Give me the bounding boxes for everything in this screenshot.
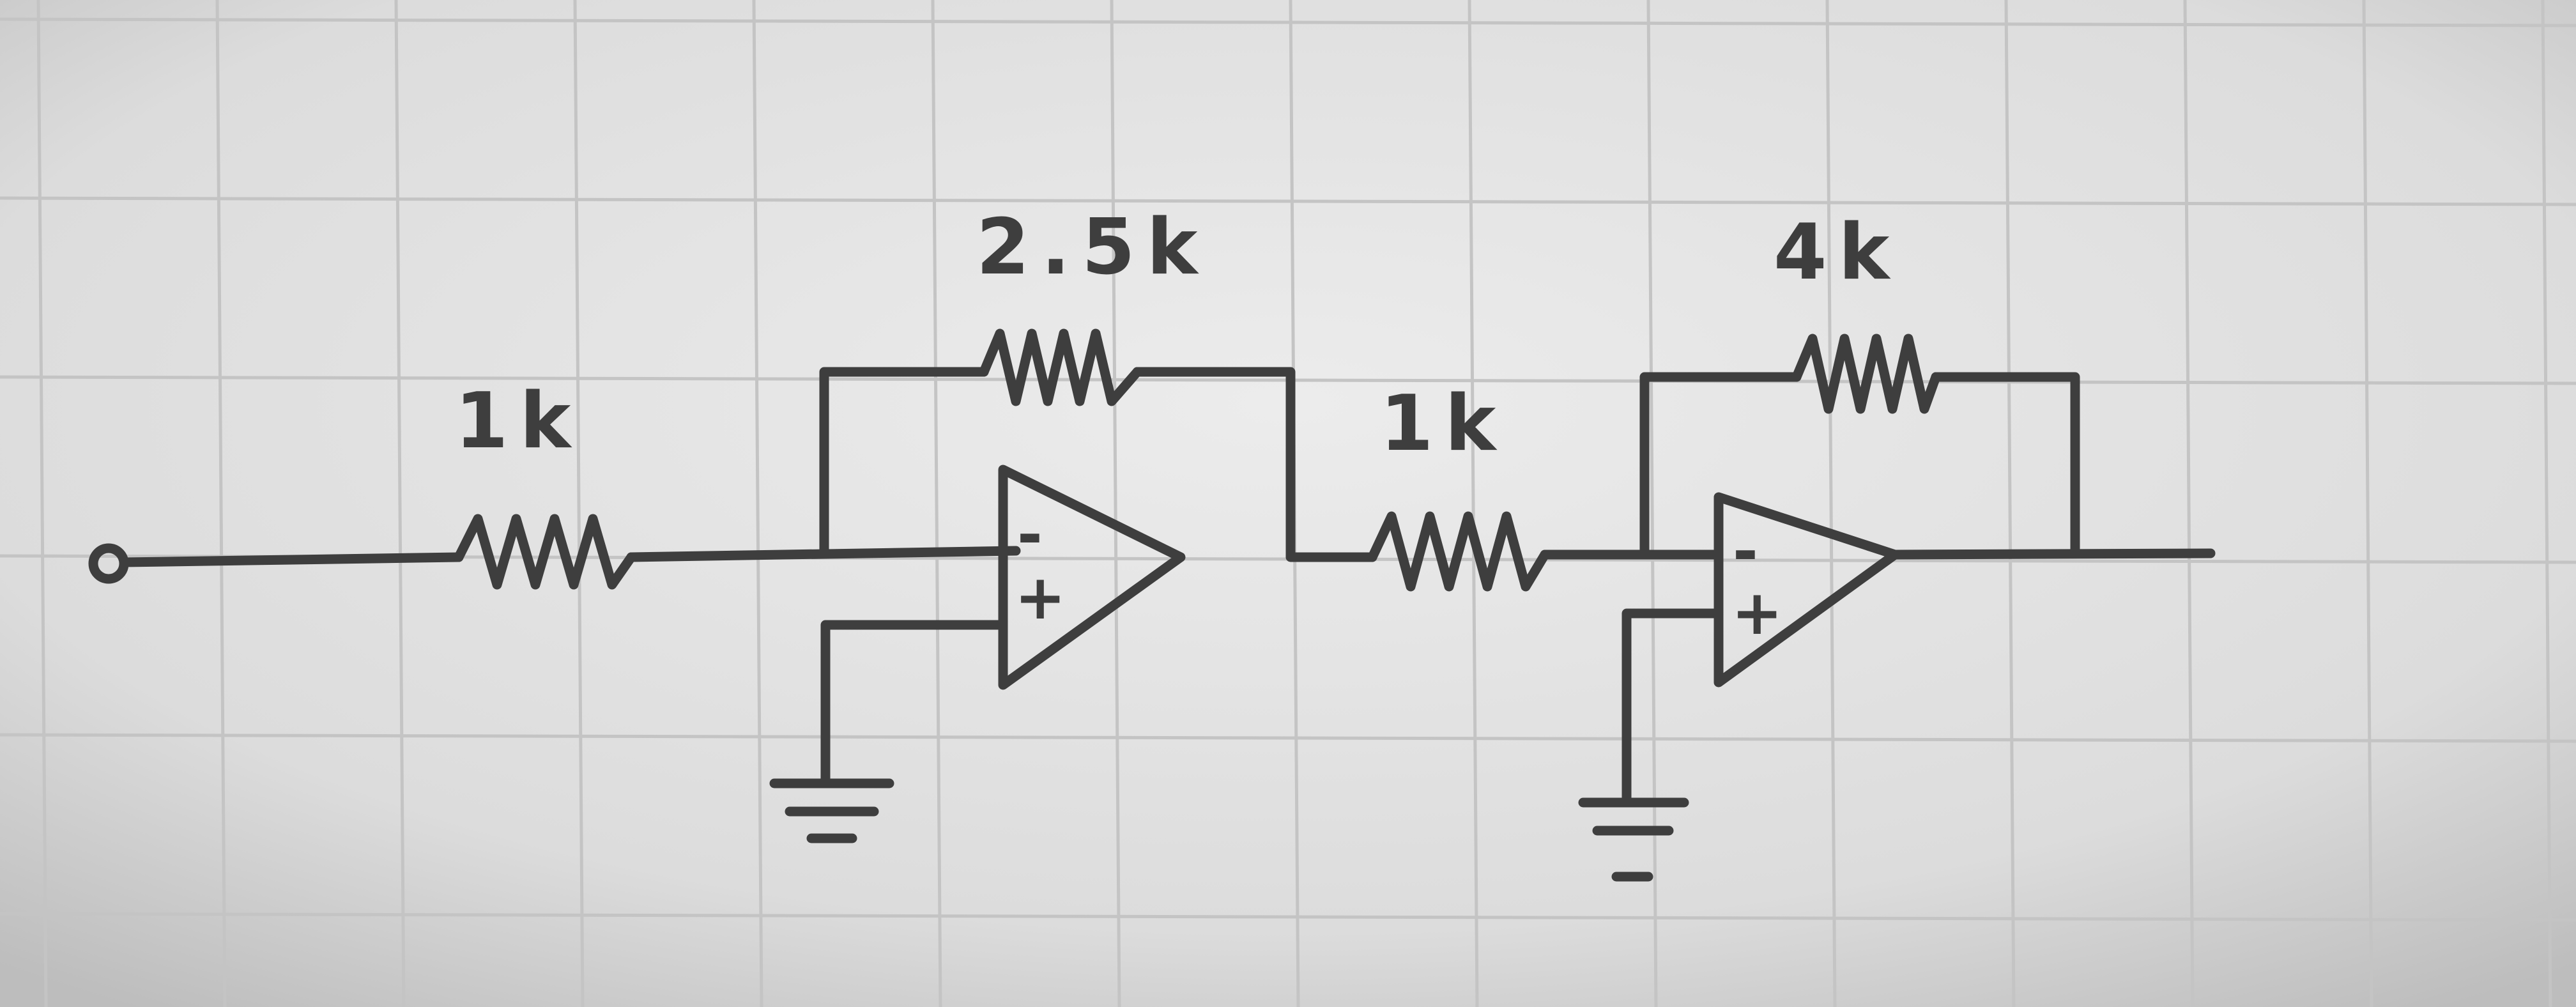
opamp-2-plus: +: [1731, 577, 1782, 649]
grid-line-vertical: [2362, 0, 2373, 1007]
grid-line-vertical: [215, 0, 227, 1007]
opamp-1-noninv-wire: [820, 620, 1008, 785]
opamp-2: [1713, 492, 1900, 688]
grid-line-vertical: [2541, 0, 2552, 1007]
label-r4: 4k: [1774, 208, 1901, 297]
ground-2: [1578, 797, 1689, 882]
grid-line-vertical: [36, 0, 48, 1007]
grid-line-vertical: [394, 0, 406, 1007]
grid-line-horizontal: [0, 196, 2576, 206]
grid-line-vertical: [2183, 0, 2195, 1007]
ground-1: [769, 778, 894, 843]
grid-line-vertical: [931, 0, 942, 1007]
grid-line-vertical: [752, 0, 763, 1007]
opamp-1: [998, 465, 1186, 690]
grid-line-vertical: [2004, 0, 2016, 1007]
grid-line-horizontal: [0, 733, 2576, 743]
grid-line-vertical: [1110, 0, 1121, 1007]
input-wire: [119, 552, 464, 567]
resistor-r4: [1791, 334, 1941, 414]
opamp-1-minus: -: [1017, 499, 1043, 571]
label-r2: 2.5k: [976, 203, 1209, 292]
feedback-wire-1b: [1132, 367, 1377, 562]
grid-line-vertical: [1468, 0, 1479, 1007]
resistor-r3: [1367, 511, 1550, 592]
feedback-wire-1: [819, 367, 989, 556]
feedback-wire-2: [1639, 372, 1802, 560]
grid-line-vertical: [1825, 0, 1837, 1007]
label-r1: 1k: [455, 377, 582, 466]
opamp-1-plus: +: [1015, 562, 1066, 633]
grid-line-horizontal: [0, 912, 2576, 922]
opamp-2-minus: -: [1733, 516, 1758, 587]
grid-line-vertical: [1646, 0, 1658, 1007]
grid-line-horizontal: [0, 17, 2576, 27]
feedback-wire-2b: [1931, 372, 2080, 558]
label-r3: 1k: [1380, 380, 1507, 468]
resistor-r1: [454, 514, 636, 590]
resistor-r2: [979, 328, 1142, 406]
grid-line-vertical: [573, 0, 585, 1007]
opamp-2-noninv-wire: [1621, 608, 1724, 805]
output-wire: [1890, 548, 2216, 560]
